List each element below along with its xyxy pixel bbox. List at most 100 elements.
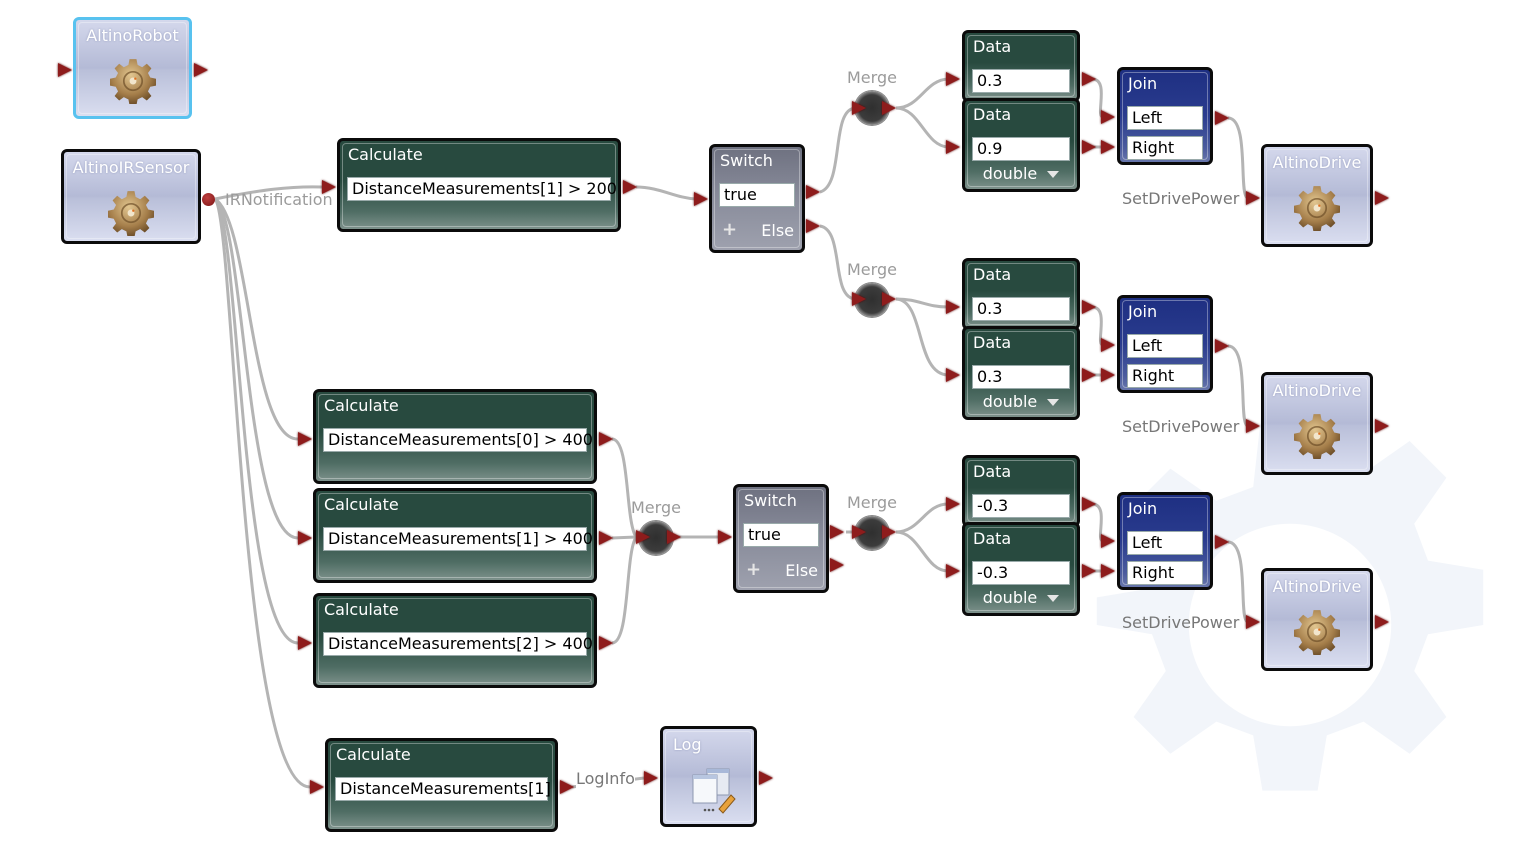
input-port[interactable] — [946, 300, 960, 314]
input-port[interactable] — [694, 192, 708, 206]
data-node[interactable]: Data -0.3 — [962, 455, 1080, 527]
left-input-port[interactable] — [1101, 534, 1115, 548]
input-port[interactable] — [946, 497, 960, 511]
data-value-field[interactable]: 0.3 — [972, 365, 1070, 389]
output-port[interactable] — [882, 292, 896, 306]
add-case-button[interactable]: + — [746, 559, 762, 580]
log-node[interactable]: Log — [660, 726, 757, 827]
output-port[interactable] — [1082, 368, 1096, 382]
output-port[interactable] — [1082, 140, 1096, 154]
output-port[interactable] — [1375, 191, 1389, 205]
altino-drive-node[interactable]: AltinoDrive — [1261, 372, 1373, 475]
output-port[interactable] — [194, 63, 208, 77]
input-port[interactable] — [644, 771, 658, 785]
left-input-port[interactable] — [1101, 338, 1115, 352]
calculate-node[interactable]: Calculate DistanceMeasurements[1] > 200 — [337, 138, 621, 232]
output-port[interactable] — [1082, 300, 1096, 314]
input-port[interactable] — [298, 636, 312, 650]
expression-field[interactable]: DistanceMeasurements[2] > 400 — [323, 632, 593, 656]
expression-field[interactable]: DistanceMeasurements[1] — [335, 777, 551, 801]
output-port[interactable] — [1082, 564, 1096, 578]
input-port[interactable] — [58, 63, 72, 77]
input-port[interactable] — [310, 780, 324, 794]
type-dropdown[interactable]: double — [965, 392, 1077, 411]
calculate-node[interactable]: Calculate DistanceMeasurements[1] > 400 — [313, 488, 597, 583]
input-port[interactable] — [852, 525, 866, 539]
type-dropdown[interactable]: double — [965, 588, 1077, 607]
case-output-port[interactable] — [806, 185, 820, 199]
join-node[interactable]: Join Left Right — [1117, 67, 1213, 165]
join-left-field[interactable]: Left — [1127, 334, 1203, 358]
data-value-field[interactable]: 0.3 — [972, 297, 1070, 321]
input-port[interactable] — [852, 292, 866, 306]
output-port[interactable] — [623, 180, 637, 194]
right-input-port[interactable] — [1101, 140, 1115, 154]
data-node[interactable]: Data 0.9 double — [962, 98, 1080, 192]
notification-output-port[interactable] — [202, 193, 215, 206]
data-node[interactable]: Data 0.3 double — [962, 326, 1080, 420]
output-port[interactable] — [1215, 339, 1229, 353]
output-port[interactable] — [759, 771, 773, 785]
calculate-node[interactable]: Calculate DistanceMeasurements[0] > 400 — [313, 389, 597, 484]
join-right-field[interactable]: Right — [1127, 561, 1203, 585]
join-right-field[interactable]: Right — [1127, 136, 1203, 160]
input-port[interactable] — [946, 72, 960, 86]
else-output-port[interactable] — [830, 558, 844, 572]
input-port[interactable] — [946, 564, 960, 578]
data-value-field[interactable]: 0.9 — [972, 137, 1070, 161]
input-port[interactable] — [1246, 615, 1260, 629]
altino-robot-node[interactable]: AltinoRobot — [73, 17, 192, 119]
input-port[interactable] — [946, 140, 960, 154]
output-port[interactable] — [1375, 615, 1389, 629]
case-output-port[interactable] — [830, 525, 844, 539]
output-port[interactable] — [599, 636, 613, 650]
altino-drive-node[interactable]: AltinoDrive — [1261, 568, 1373, 671]
switch-node[interactable]: Switch true + Else — [733, 484, 829, 593]
output-port[interactable] — [667, 530, 681, 544]
calculate-node[interactable]: Calculate DistanceMeasurements[1] — [325, 738, 558, 832]
data-node[interactable]: Data -0.3 double — [962, 522, 1080, 616]
output-port[interactable] — [560, 780, 574, 794]
input-port[interactable] — [322, 180, 336, 194]
left-input-port[interactable] — [1101, 110, 1115, 124]
output-port[interactable] — [1375, 419, 1389, 433]
output-port[interactable] — [1215, 535, 1229, 549]
join-node[interactable]: Join Left Right — [1117, 492, 1213, 590]
add-case-button[interactable]: + — [722, 219, 738, 240]
type-dropdown[interactable]: double — [965, 164, 1077, 183]
altino-ir-sensor-node[interactable]: AltinoIRSensor — [61, 149, 201, 244]
join-right-field[interactable]: Right — [1127, 364, 1203, 388]
input-port[interactable] — [1246, 419, 1260, 433]
output-port[interactable] — [599, 432, 613, 446]
data-value-field[interactable]: 0.3 — [972, 69, 1070, 93]
else-output-port[interactable] — [806, 219, 820, 233]
input-port[interactable] — [718, 530, 732, 544]
expression-field[interactable]: DistanceMeasurements[1] > 200 — [347, 177, 617, 201]
data-value-field[interactable]: -0.3 — [972, 561, 1070, 585]
output-port[interactable] — [1215, 111, 1229, 125]
input-port[interactable] — [298, 531, 312, 545]
case-value-field[interactable]: true — [743, 523, 819, 547]
output-port[interactable] — [1082, 72, 1096, 86]
join-left-field[interactable]: Left — [1127, 531, 1203, 555]
join-node[interactable]: Join Left Right — [1117, 295, 1213, 393]
right-input-port[interactable] — [1101, 368, 1115, 382]
input-port[interactable] — [298, 432, 312, 446]
expression-field[interactable]: DistanceMeasurements[1] > 400 — [323, 527, 593, 551]
input-port[interactable] — [636, 530, 650, 544]
switch-node[interactable]: Switch true + Else — [709, 144, 805, 253]
output-port[interactable] — [599, 531, 613, 545]
right-input-port[interactable] — [1101, 564, 1115, 578]
output-port[interactable] — [1082, 497, 1096, 511]
input-port[interactable] — [852, 101, 866, 115]
case-value-field[interactable]: true — [719, 183, 795, 207]
output-port[interactable] — [882, 525, 896, 539]
data-node[interactable]: Data 0.3 — [962, 258, 1080, 330]
input-port[interactable] — [1246, 191, 1260, 205]
altino-drive-node[interactable]: AltinoDrive — [1261, 144, 1373, 247]
join-left-field[interactable]: Left — [1127, 106, 1203, 130]
input-port[interactable] — [946, 368, 960, 382]
calculate-node[interactable]: Calculate DistanceMeasurements[2] > 400 — [313, 593, 597, 688]
output-port[interactable] — [882, 101, 896, 115]
data-node[interactable]: Data 0.3 — [962, 30, 1080, 102]
